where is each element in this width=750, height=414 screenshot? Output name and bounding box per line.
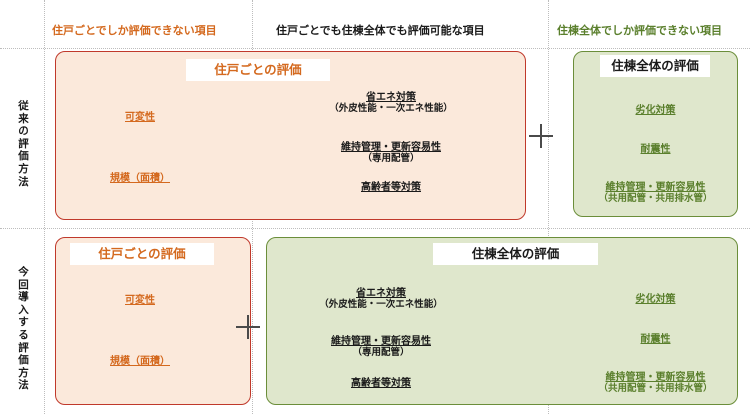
- row-label-new: 今回導入する評価方法: [18, 266, 29, 392]
- top-item-variability: 可変性: [125, 112, 155, 123]
- divider-rows: [0, 228, 750, 229]
- top-item-seismic: 耐震性: [640, 144, 671, 155]
- top-building-box: [573, 51, 738, 217]
- bottom-item-elderly: 高齢者等対策: [351, 378, 411, 389]
- divider-col1: [44, 0, 45, 414]
- bottom-item-variability: 可変性: [125, 295, 155, 306]
- top-building-title: 住棟全体の評価: [600, 55, 710, 77]
- divider-col3: [548, 0, 549, 414]
- bottom-residence-box: [55, 237, 251, 405]
- row-label-conventional: 従来の評価方法: [18, 100, 29, 188]
- top-item-maintenance-sub: （専用配管）: [362, 153, 420, 164]
- bottom-item-energy: 省エネ対策: [356, 288, 406, 299]
- plus-icon: [529, 124, 553, 148]
- top-item-scale: 規模（面積）: [110, 173, 170, 184]
- bottom-building-box: [266, 237, 738, 405]
- top-item-deterioration: 劣化対策: [635, 105, 676, 116]
- bottom-item-scale: 規模（面積）: [110, 356, 170, 367]
- bottom-residence-title: 住戸ごとの評価: [70, 243, 214, 265]
- top-item-energy: 省エネ対策: [366, 92, 416, 103]
- bottom-item-maintenance-sub: （専用配管）: [352, 347, 410, 358]
- header-building-only: 住棟全体でしか評価できない項目: [557, 24, 722, 37]
- top-residence-title: 住戸ごとの評価: [186, 59, 330, 81]
- bottom-building-title: 住棟全体の評価: [433, 243, 598, 265]
- bottom-item-maintenance: 維持管理・更新容易性: [331, 336, 431, 347]
- divider-header: [0, 48, 750, 49]
- top-item-elderly: 高齢者等対策: [361, 182, 421, 193]
- header-residence-only: 住戸ごとでしか評価できない項目: [52, 24, 217, 37]
- bottom-item-energy-sub: （外皮性能・一次エネ性能）: [319, 299, 443, 310]
- plus-icon: [236, 315, 260, 339]
- top-item-energy-sub: （外皮性能・一次エネ性能）: [329, 103, 453, 114]
- top-item-maint-common: 維持管理・更新容易性: [605, 182, 706, 193]
- header-both: 住戸ごとでも住棟全体でも評価可能な項目: [276, 24, 485, 37]
- bottom-item-maint-common-sub: （共用配管・共用排水管）: [598, 383, 713, 394]
- top-item-maint-common-sub: （共用配管・共用排水管）: [598, 193, 713, 204]
- top-item-maintenance: 維持管理・更新容易性: [341, 142, 441, 153]
- bottom-item-deterioration: 劣化対策: [635, 294, 676, 305]
- bottom-item-seismic: 耐震性: [640, 334, 671, 345]
- bottom-item-maint-common: 維持管理・更新容易性: [605, 372, 706, 383]
